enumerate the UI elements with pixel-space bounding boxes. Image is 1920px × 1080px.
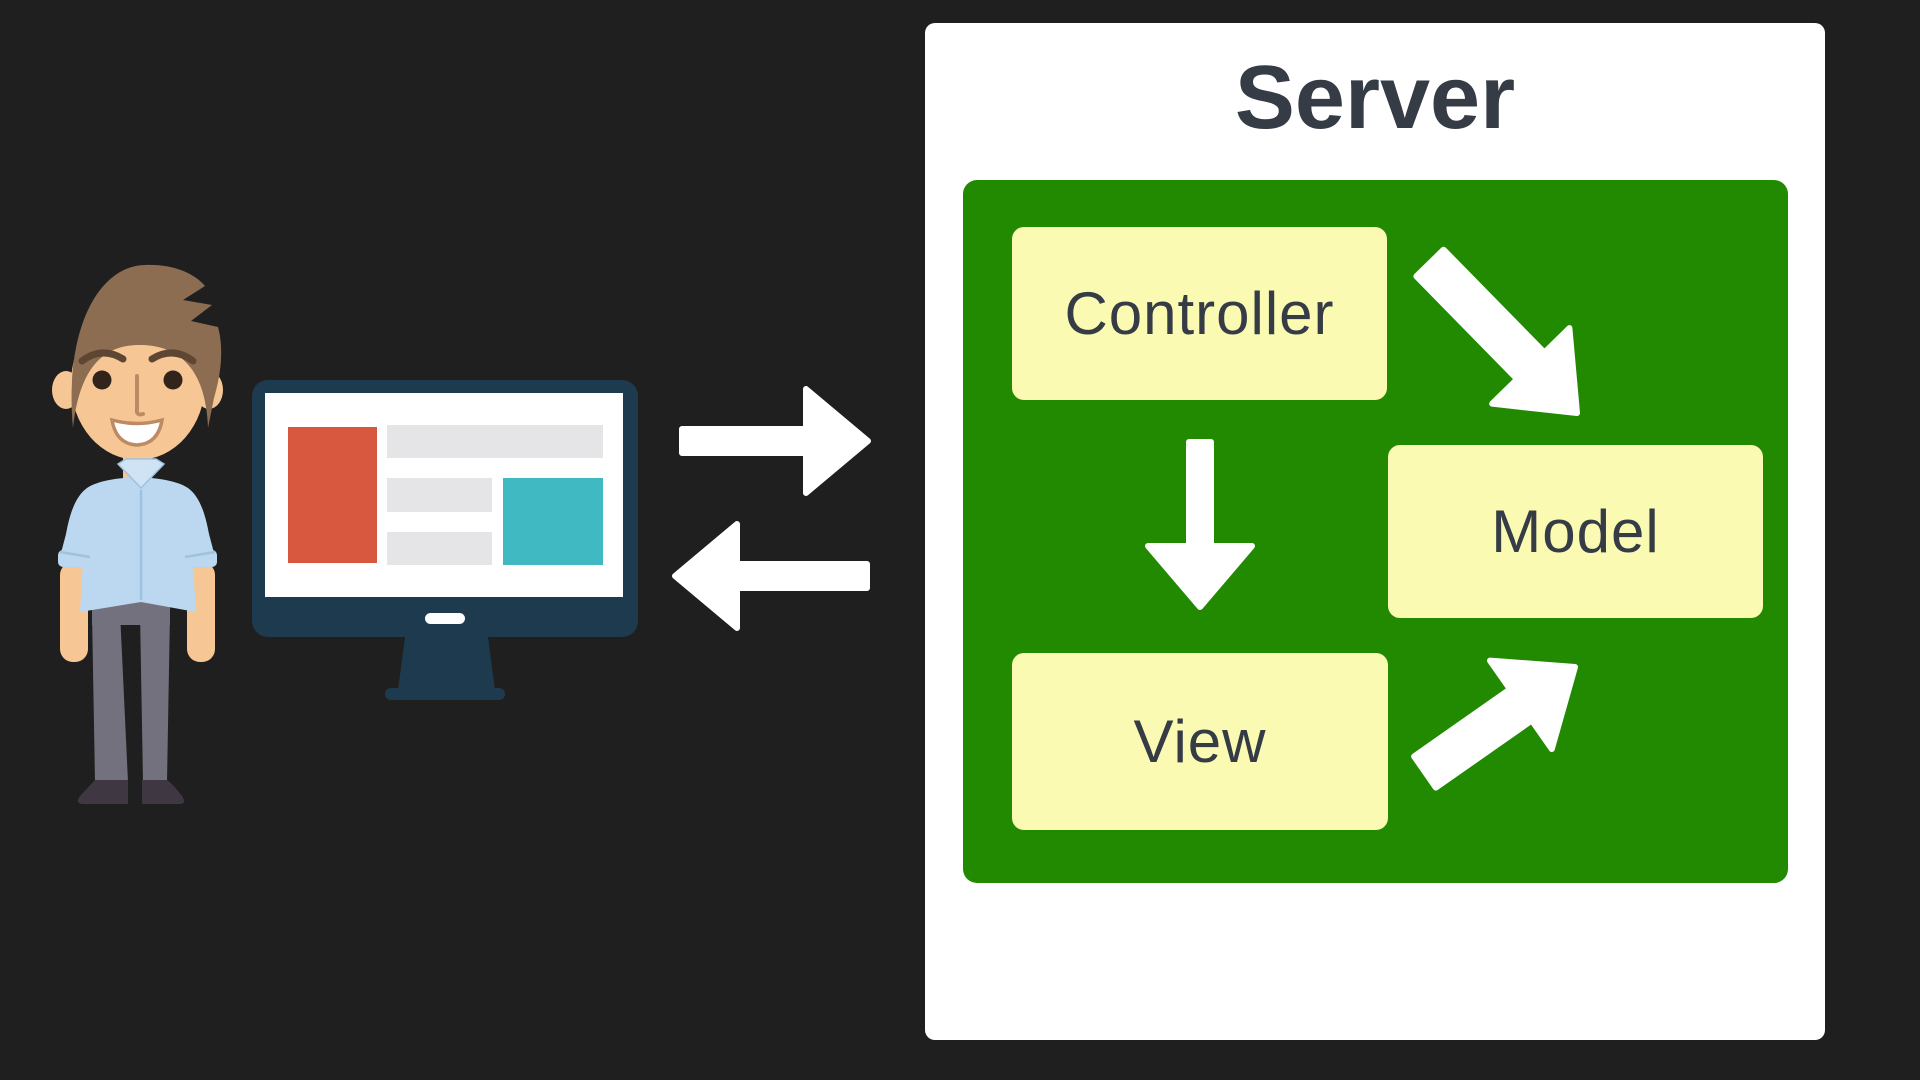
controller-to-model-arrow-icon <box>1413 246 1580 416</box>
nose <box>134 374 145 417</box>
left-eye <box>92 370 112 390</box>
standing-man-icon <box>52 264 223 804</box>
monitor-stand-neck <box>398 637 495 690</box>
left-shoe <box>77 780 128 804</box>
shirt <box>80 477 196 612</box>
monitor-chin-button <box>425 613 465 624</box>
monitor-stand-base <box>385 688 505 700</box>
request-arrow-right-icon <box>679 386 871 496</box>
right-eye <box>163 370 183 390</box>
response-arrow-left-icon <box>672 521 870 631</box>
model-box: Model <box>1388 445 1763 618</box>
right-eyebrow <box>148 349 197 365</box>
left-pant-leg <box>92 612 128 782</box>
collar <box>116 458 166 490</box>
smiling-mouth <box>109 417 165 447</box>
browser-monitor-illustration <box>252 380 638 700</box>
left-eyebrow <box>78 349 127 365</box>
view-to-model-arrow-icon <box>1411 657 1578 791</box>
left-hand <box>60 562 88 662</box>
right-cuff-seam <box>184 550 216 559</box>
left-cuff-seam <box>59 550 91 559</box>
server-title: Server <box>1234 48 1516 148</box>
webpage-text-bar-3 <box>387 532 492 565</box>
right-pant-leg <box>140 612 170 782</box>
server-card: Server Controller Model View <box>925 23 1825 1040</box>
right-shoe <box>142 780 185 804</box>
webpage-text-bar-2 <box>387 478 492 512</box>
controller-to-view-arrow-icon <box>1145 439 1255 610</box>
user-person-illustration <box>52 264 223 804</box>
mvc-panel: Controller Model View <box>963 180 1788 883</box>
view-box: View <box>1012 653 1388 830</box>
webpage-media-block <box>503 478 603 565</box>
controller-box: Controller <box>1012 227 1387 400</box>
client-server-flow-arrows <box>672 386 871 631</box>
webpage-text-bar-1 <box>387 425 603 458</box>
desktop-monitor-icon <box>252 380 638 700</box>
webpage-hero-block <box>288 427 377 563</box>
mvc-arrows <box>1145 246 1580 791</box>
left-sleeve <box>61 488 94 559</box>
right-sleeve <box>181 488 214 559</box>
hair <box>71 264 222 428</box>
